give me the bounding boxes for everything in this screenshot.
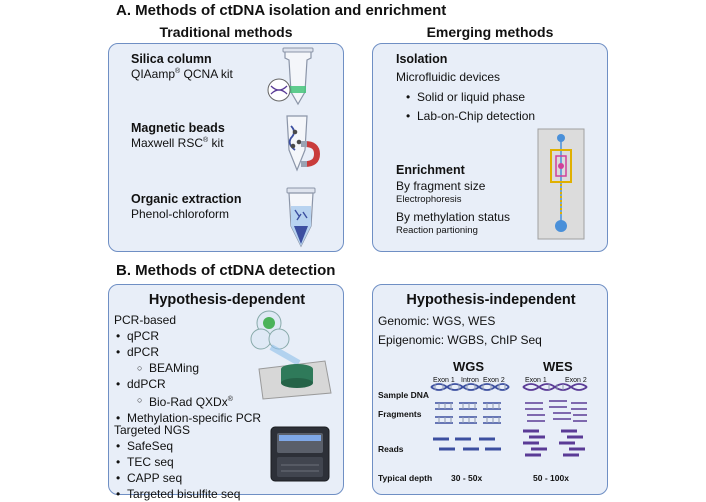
ngs-method-item: CAPP seq [116,470,240,486]
traditional-methods-panel: Silica column QIAamp® QCNA kit Magnetic … [108,43,344,252]
electrophoresis-label: Electrophoresis [396,194,462,205]
wes-fragments [525,400,587,422]
isolation-list: Solid or liquid phase Lab-on-Chip detect… [406,88,535,126]
pcr-method-item: BEAMing [137,360,261,376]
wes-sample-dna-helix [522,383,588,391]
emerging-methods-panel: Isolation Microfluidic devices Solid or … [372,43,608,252]
magnetic-beads-title: Magnetic beads [131,121,225,135]
wgs-reads [433,437,501,451]
silica-column-tube-icon [267,47,314,106]
pcr-method-item: ddPCR [116,376,261,392]
ngs-method-list: SafeSeq TEC seq CAPP seq Targeted bisulf… [116,438,240,502]
wes-title: WES [543,359,573,374]
by-methylation-status: By methylation status [396,210,511,224]
isolation-item: Lab-on-Chip detection [406,107,535,126]
isolation-item: Solid or liquid phase [406,88,535,107]
typical-depth-label: Typical depth [378,473,433,483]
magnetic-beads-kit: Maxwell RSC® kit [131,136,224,150]
epigenomic-methods: Epigenomic: WGBS, ChIP Seq [378,333,542,347]
ngs-method-item: Targeted bisulfite seq [116,486,240,502]
wgs-fragments [435,402,501,424]
sample-dna-label: Sample DNA [378,390,430,400]
magnetic-beads-tube-icon [286,115,321,172]
isolation-title: Isolation [396,52,448,66]
fragments-label: Fragments [378,409,422,419]
wgs-depth-value: 30 - 50x [451,473,483,483]
wgs-exon2-label: Exon 2 [483,377,505,384]
pcr-method-item: Methylation-specific PCR [116,410,261,426]
organic-extraction-kit: Phenol-chloroform [131,207,230,221]
silica-column-kit: QIAamp® QCNA kit [131,67,233,81]
pcr-based-heading: PCR-based [114,313,177,327]
isolation-text: Microfluidic devices [396,70,501,84]
ngs-method-item: SafeSeq [116,438,240,454]
wgs-exon1-label: Exon 1 [433,377,455,384]
wes-exon2-label: Exon 2 [565,377,587,384]
pcr-method-item: qPCR [116,328,261,344]
enrichment-title: Enrichment [396,163,465,177]
pcr-method-item: Bio-Rad QXDx® [137,392,261,410]
organic-extraction-title: Organic extraction [131,192,242,206]
hypothesis-dependent-heading: Hypothesis-dependent [148,292,306,308]
reaction-partioning-label: Reaction partioning [396,225,478,236]
ngs-method-item: TEC seq [116,454,240,470]
wes-depth-value: 50 - 100x [533,473,569,483]
ngs-sequencer-icon [270,426,330,482]
reads-label: Reads [378,444,404,454]
emerging-methods-heading: Emerging methods [426,24,554,40]
wgs-intron-label: Intron [461,377,479,384]
hypothesis-independent-panel: Hypothesis-independent Genomic: WGS, WES… [372,284,608,495]
wes-exon1-label: Exon 1 [525,377,547,384]
traditional-methods-heading: Traditional methods [159,24,293,40]
by-fragment-size: By fragment size [396,179,486,193]
hypothesis-dependent-panel: Hypothesis-dependent PCR-based qPCR dPCR… [108,284,344,502]
microfluidic-chip-icon [537,128,585,240]
wgs-title: WGS [453,359,485,374]
wes-reads [523,429,585,457]
sequencing-dna-illustration [430,383,588,457]
pcr-instrument-icon [250,310,332,400]
organic-extraction-tube-icon [286,187,316,248]
wgs-sample-dna-helix [430,383,510,391]
pcr-method-item: dPCR [116,344,261,360]
pcr-method-list: qPCR dPCR BEAMing ddPCR Bio-Rad QXDx® Me… [116,328,261,426]
hypothesis-independent-heading: Hypothesis-independent [406,292,576,308]
targeted-ngs-heading: Targeted NGS [114,423,191,437]
silica-column-title: Silica column [131,52,212,66]
section-b-title: B. Methods of ctDNA detection [116,262,336,279]
section-a-title: A. Methods of ctDNA isolation and enrich… [116,2,447,19]
genomic-methods: Genomic: WGS, WES [378,314,496,328]
